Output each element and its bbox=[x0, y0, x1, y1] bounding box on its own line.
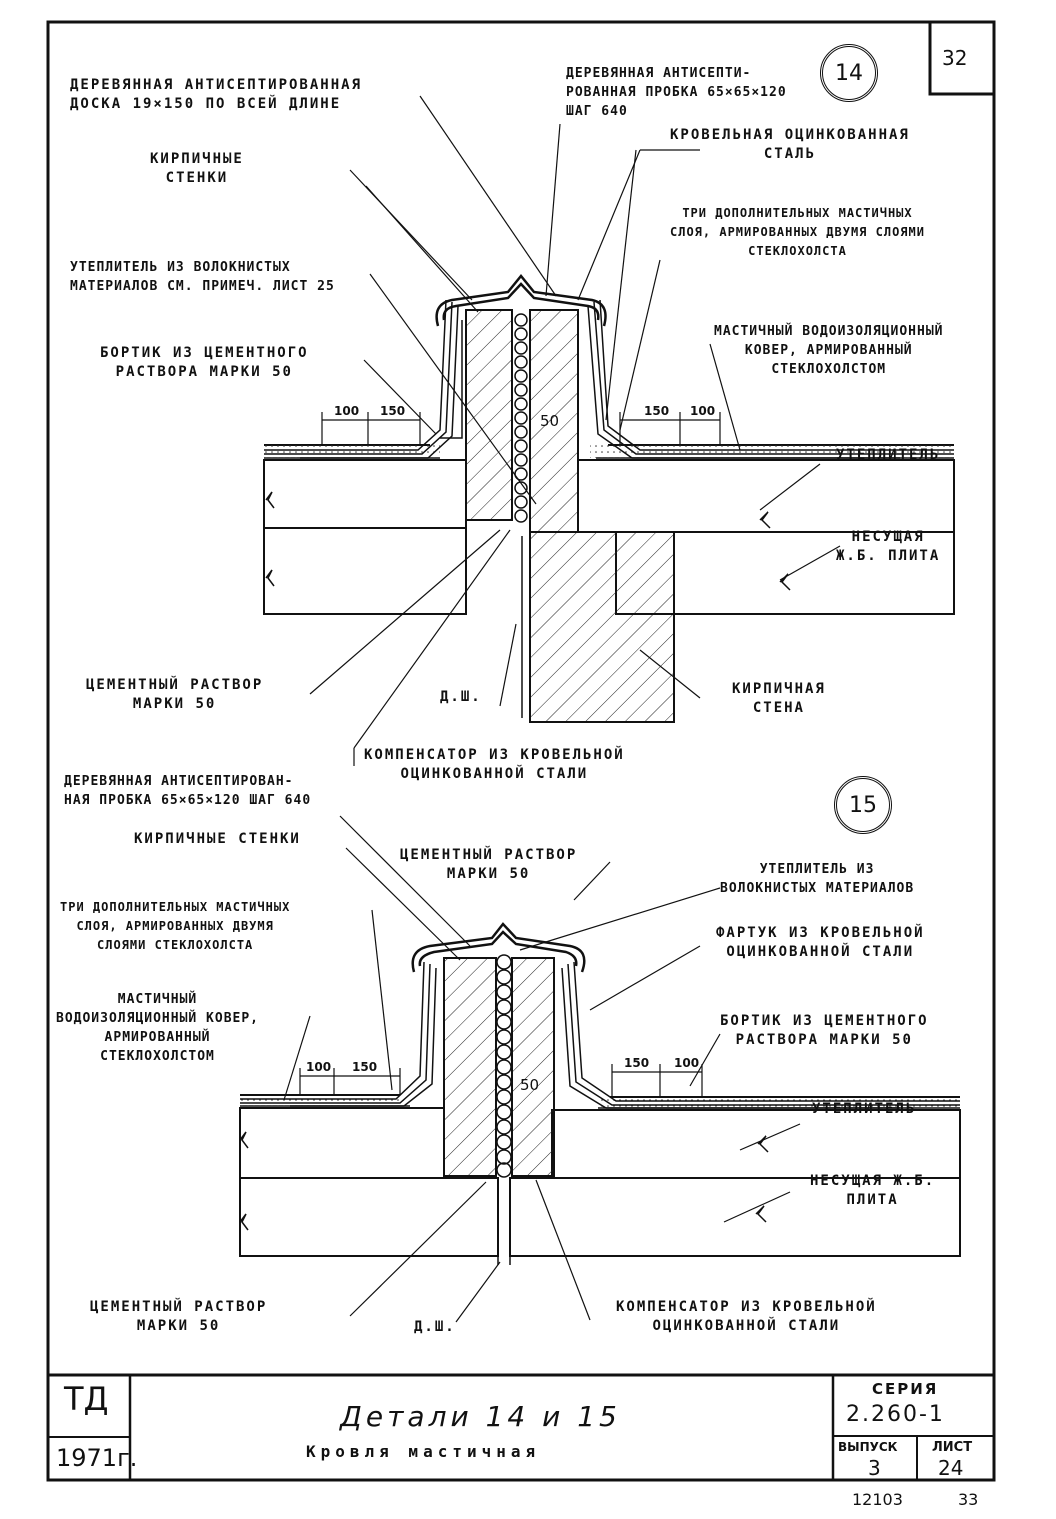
d14-dim-150-left: 150 bbox=[380, 404, 406, 418]
detail-14-marker: 14 bbox=[820, 44, 878, 102]
d15-label-brick-walls: КИРПИЧНЫЕ СТЕНКИ bbox=[134, 831, 301, 847]
title-block-title: Детали 14 и 15 bbox=[340, 1400, 621, 1433]
footer-code: 12103 bbox=[852, 1490, 903, 1509]
footer-page: 33 bbox=[958, 1490, 979, 1509]
d15-label-cement-curb: БОРТИК ИЗ ЦЕМЕНТНОГО РАСТВОРА МАРКИ 50 bbox=[720, 1013, 929, 1048]
d15-label-insulation: УТЕПЛИТЕЛЬ bbox=[812, 1101, 917, 1117]
d14-label-slab: НЕСУЩАЯ Ж.Б. ПЛИТА bbox=[836, 529, 941, 564]
sheet-frame bbox=[46, 20, 996, 1482]
title-block-issue: 3 bbox=[868, 1456, 881, 1480]
d15-label-slab: НЕСУЩАЯ Ж.Б. ПЛИТА bbox=[810, 1173, 936, 1208]
d15-label-joint: Д.Ш. bbox=[414, 1319, 456, 1335]
d15-label-three-layers: ТРИ ДОПОЛНИТЕЛЬНЫХ МАСТИЧНЫХ СЛОЯ, АРМИР… bbox=[60, 900, 291, 952]
title-block-year: 1971г. bbox=[56, 1444, 138, 1472]
d15-label-cement-mortar-top: ЦЕМЕНТНЫЙ РАСТВОР МАРКИ 50 bbox=[400, 847, 578, 882]
d15-label-apron: ФАРТУК ИЗ КРОВЕЛЬНОЙ ОЦИНКОВАННОЙ СТАЛИ bbox=[716, 925, 925, 960]
d14-membrane-left bbox=[264, 299, 463, 459]
d14-label-brick-wall: КИРПИЧНАЯ СТЕНА bbox=[732, 681, 826, 716]
d15-membrane-right bbox=[561, 961, 960, 1109]
d15-leaders bbox=[283, 815, 801, 1323]
d15-brick-right bbox=[511, 957, 555, 1177]
detail-15-drawing bbox=[239, 815, 961, 1323]
d14-label-wood-plug: ДЕРЕВЯННАЯ АНТИСЕПТИ- РОВАННАЯ ПРОБКА 65… bbox=[566, 66, 787, 119]
title-block-sheet: 24 bbox=[938, 1456, 964, 1480]
title-block-issue-label: ВЫПУСК bbox=[838, 1440, 898, 1454]
d15-label-compensator: КОМПЕНСАТОР ИЗ КРОВЕЛЬНОЙ ОЦИНКОВАННОЙ С… bbox=[616, 1299, 877, 1334]
d15-dim-lines bbox=[299, 1064, 703, 1097]
d15-label-insulation-fibrous: УТЕПЛИТЕЛЬ ИЗ ВОЛОКНИСТЫХ МАТЕРИАЛОВ bbox=[720, 862, 915, 896]
d14-slab-left bbox=[263, 444, 467, 615]
d14-cap bbox=[435, 274, 607, 327]
d14-dim-50: 50 bbox=[540, 412, 560, 430]
d14-dim-150-right: 150 bbox=[644, 404, 670, 418]
d14-insulation-spiral bbox=[514, 313, 528, 523]
title-block-series: 2.260-1 bbox=[846, 1402, 945, 1427]
d15-dim-100-left: 100 bbox=[306, 1060, 332, 1074]
d14-label-wood-board: ДЕРЕВЯННАЯ АНТИСЕПТИРОВАННАЯ ДОСКА 19×15… bbox=[70, 77, 363, 112]
d15-label-cement-mortar-bottom: ЦЕМЕНТНЫЙ РАСТВОР МАРКИ 50 bbox=[90, 1299, 268, 1334]
d14-label-joint: Д.Ш. bbox=[440, 689, 482, 705]
d15-dim-150-left: 150 bbox=[352, 1060, 378, 1074]
detail-14-drawing bbox=[263, 95, 955, 766]
d14-label-roof-steel: КРОВЕЛЬНАЯ ОЦИНКОВАННАЯ СТАЛЬ bbox=[670, 127, 910, 162]
d15-label-mastic-carpet: МАСТИЧНЫЙ ВОДОИЗОЛЯЦИОННЫЙ КОВЕР, АРМИРО… bbox=[56, 992, 260, 1064]
d14-brick-wall-below bbox=[529, 531, 675, 723]
title-block-subtitle: Кровля мастичная bbox=[306, 1442, 541, 1461]
sheet-number: 32 bbox=[942, 46, 968, 70]
d14-label-insulation: УТЕПЛИТЕЛЬ bbox=[836, 447, 941, 463]
d14-label-insulation-fibrous: УТЕПЛИТЕЛЬ ИЗ ВОЛОКНИСТЫХ МАТЕРИАЛОВ СМ.… bbox=[70, 260, 335, 294]
d14-dim-lines bbox=[321, 412, 721, 445]
title-block-org: ТД bbox=[64, 1380, 109, 1418]
title-block-series-label: СЕРИЯ bbox=[872, 1380, 939, 1398]
d14-label-brick-walls: КИРПИЧНЫЕ СТЕНКИ bbox=[150, 151, 244, 186]
d15-label-wood-plug: ДЕРЕВЯННАЯ АНТИСЕПТИРОВАН- НАЯ ПРОБКА 65… bbox=[64, 774, 312, 808]
d14-brick-left bbox=[465, 309, 513, 521]
d14-label-mastic-carpet: МАСТИЧНЫЙ ВОДОИЗОЛЯЦИОННЫЙ КОВЕР, АРМИРО… bbox=[714, 324, 944, 377]
d14-label-three-layers: ТРИ ДОПОЛНИТЕЛЬНЫХ МАСТИЧНЫХ СЛОЯ, АРМИР… bbox=[670, 206, 925, 258]
d15-dim-100-right: 100 bbox=[674, 1056, 700, 1070]
detail-15-number: 15 bbox=[849, 792, 877, 818]
d14-label-compensator: КОМПЕНСАТОР ИЗ КРОВЕЛЬНОЙ ОЦИНКОВАННОЙ С… bbox=[364, 747, 625, 782]
d14-dim-100-left: 100 bbox=[334, 404, 360, 418]
d14-label-cement-curb: БОРТИК ИЗ ЦЕМЕНТНОГО РАСТВОРА МАРКИ 50 bbox=[100, 345, 309, 380]
d15-membrane-left bbox=[240, 961, 437, 1107]
d14-leaders bbox=[309, 95, 841, 766]
detail-14-number: 14 bbox=[835, 60, 863, 86]
d14-dim-100-right: 100 bbox=[690, 404, 716, 418]
d14-label-cement-mortar: ЦЕМЕНТНЫЙ РАСТВОР МАРКИ 50 bbox=[86, 677, 264, 712]
d15-insulation-spiral bbox=[496, 954, 512, 1178]
d15-dim-50: 50 bbox=[520, 1076, 540, 1094]
detail-15-marker: 15 bbox=[834, 776, 892, 834]
d15-cap bbox=[411, 922, 586, 973]
d15-dim-150-right: 150 bbox=[624, 1056, 650, 1070]
d15-brick-left bbox=[443, 957, 497, 1177]
title-block-sheet-label: ЛИСТ bbox=[932, 1440, 973, 1455]
